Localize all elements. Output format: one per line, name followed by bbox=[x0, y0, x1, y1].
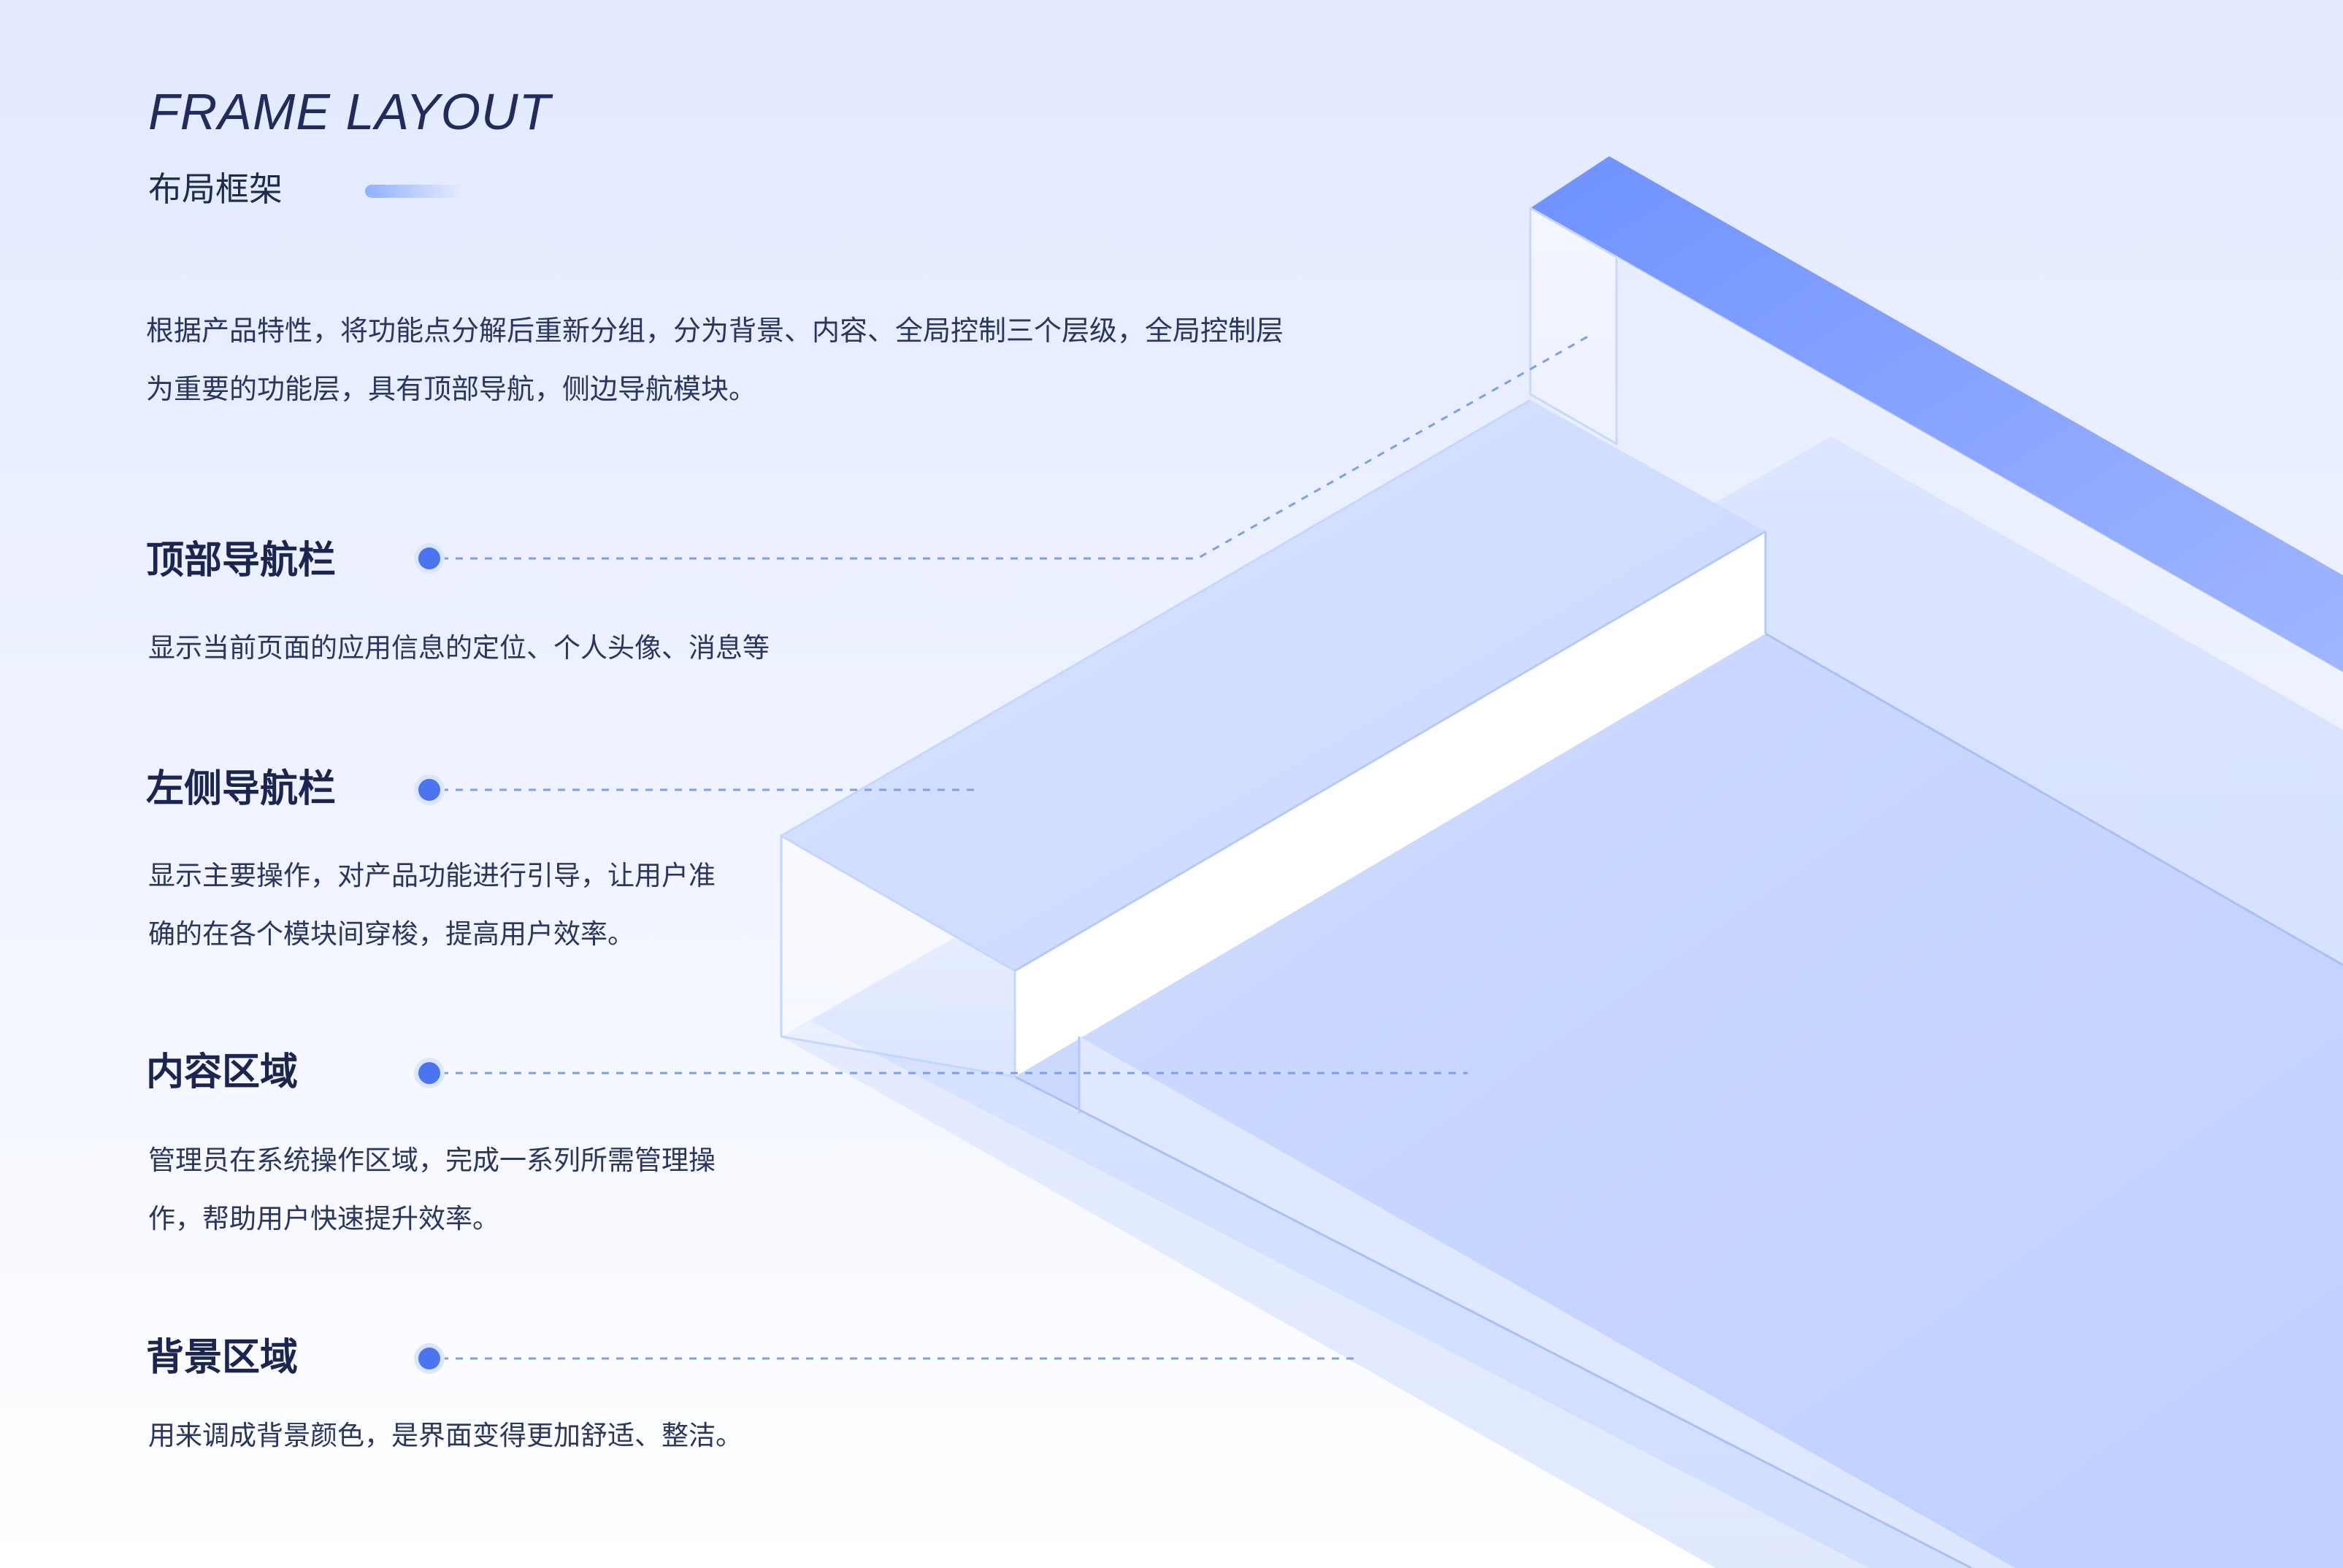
connector-background-area bbox=[414, 1343, 1358, 1374]
intro-paragraph: 根据产品特性，将功能点分解后重新分组，分为背景、内容、全局控制三个层级，全局控制… bbox=[146, 315, 1284, 405]
section-title-left-nav: 左侧导航栏 bbox=[146, 767, 337, 811]
connector-content-area bbox=[414, 1058, 1468, 1088]
top-bar-edge-line bbox=[1616, 255, 2343, 675]
content-back-edge-line bbox=[1765, 632, 2343, 966]
section-title-content-area: 内容区域 bbox=[146, 1050, 299, 1094]
content-area-front-edge bbox=[1015, 1037, 2015, 1568]
left-navigation-bar-front-face bbox=[1015, 531, 1765, 1077]
subtitle-accent-bar bbox=[365, 185, 464, 198]
connector-left-nav bbox=[414, 775, 978, 805]
top-navigation-bar-shape bbox=[1530, 156, 2343, 673]
content-edge-line bbox=[1014, 1075, 1972, 1568]
section-desc-left-nav: 显示主要操作，对产品功能进行引导，让用户准确的在各个模块间穿梭，提高用户效率。 bbox=[148, 860, 716, 950]
background-layer-edge bbox=[781, 1021, 1869, 1568]
section-desc-content-area: 管理员在系统操作区域，完成一系列所需管理操作，帮助用户快速提升效率。 bbox=[148, 1145, 716, 1234]
page-subtitle: 布局框架 bbox=[148, 169, 283, 209]
section-title-top-nav: 顶部导航栏 bbox=[146, 539, 337, 583]
section-title-background-area: 背景区域 bbox=[146, 1336, 299, 1380]
top-navigation-bar-glass-side bbox=[1529, 206, 1618, 446]
connector-top-nav bbox=[414, 333, 1592, 574]
left-nav-back-edge bbox=[781, 399, 1531, 837]
section-desc-background-area: 用来调成背景颜色，是界面变得更加舒适、整洁。 bbox=[148, 1420, 743, 1451]
section-desc-top-nav: 显示当前页面的应用信息的定位、个人头像、消息等 bbox=[148, 632, 770, 664]
left-nav-front-edge bbox=[1014, 530, 1766, 972]
left-navigation-bar-top bbox=[781, 400, 1765, 971]
page-title: FRAME LAYOUT bbox=[148, 83, 551, 140]
content-area-panel bbox=[1015, 634, 2343, 1568]
left-navigation-bar-glass-side bbox=[780, 834, 1016, 1078]
